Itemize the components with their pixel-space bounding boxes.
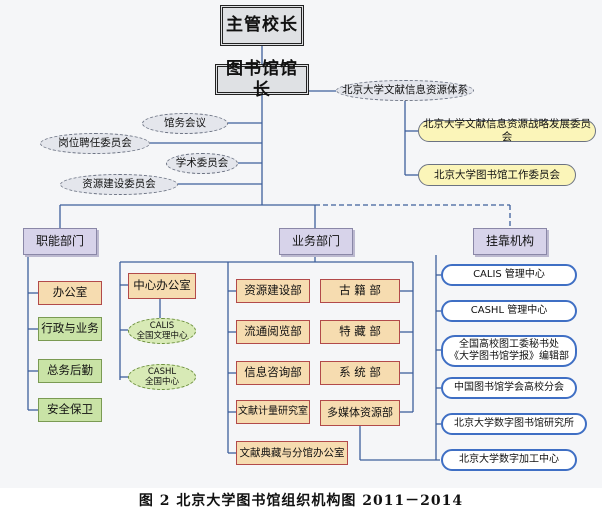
- calis-management-label: CALIS 管理中心: [473, 269, 545, 280]
- resource-building-label: 资源建设委员会: [82, 178, 156, 191]
- cashl-center-line1: CASHL: [147, 366, 177, 377]
- calis-center: CALIS 全国文理中心: [128, 318, 196, 344]
- collection-branch-office-label: 文献典藏与分馆办公室: [239, 446, 345, 459]
- center-office-label: 中心办公室: [133, 278, 191, 293]
- academic-label: 学术委员会: [175, 157, 229, 170]
- circulation-dept: 流通阅览部: [236, 320, 310, 344]
- functional-departments-header: 职能部门: [23, 228, 97, 255]
- ancient-books-dept-label: 古 籍 部: [339, 283, 381, 298]
- secretariat-editorial-unit: 全国高校图工委秘书处 《大学图书馆学报》编辑部: [441, 335, 577, 367]
- resource-building-dept: 资源建设部: [236, 279, 310, 303]
- calis-center-line2: 全国文理中心: [136, 331, 188, 341]
- bibliometrics-office-label: 文献计量研究室: [238, 406, 308, 417]
- library-affairs-meeting: 馆务会议: [142, 113, 228, 134]
- circulation-dept-label: 流通阅览部: [244, 324, 302, 339]
- calis-center-line1: CALIS: [149, 320, 175, 331]
- admin-business-label: 行政与业务: [41, 321, 99, 336]
- affiliated-institutions-header: 挂靠机构: [473, 228, 547, 255]
- bibliometrics-office: 文献计量研究室: [236, 400, 310, 424]
- affiliated-institutions-label: 挂靠机构: [485, 234, 534, 249]
- academic-committee: 学术委员会: [166, 153, 238, 174]
- business-departments-header: 业务部门: [279, 228, 353, 255]
- cashl-management-label: CASHL 管理中心: [470, 305, 548, 316]
- cashl-center-line2: 全国中心: [144, 377, 179, 387]
- special-collections-dept-label: 特 藏 部: [339, 324, 381, 339]
- resource-building-committee: 资源建设委员会: [60, 174, 178, 195]
- security-unit: 安全保卫: [38, 398, 102, 422]
- general-logistics-unit: 总务后勤: [38, 359, 102, 383]
- cashl-management-center: CASHL 管理中心: [441, 300, 577, 322]
- library-work-committee-label: 北京大学图书馆工作委员会: [434, 168, 560, 181]
- office-label: 办公室: [52, 285, 88, 300]
- digital-library-institute: 北京大学数字图书馆研究所: [441, 413, 587, 435]
- info-consulting-dept-label: 信息咨询部: [244, 365, 302, 380]
- info-consulting-dept: 信息咨询部: [236, 361, 310, 385]
- digital-processing-center: 北京大学数字加工中心: [441, 449, 577, 471]
- systems-dept: 系 统 部: [320, 361, 400, 385]
- admin-business-unit: 行政与业务: [38, 317, 102, 341]
- security-label: 安全保卫: [47, 402, 93, 417]
- library-affairs-label: 馆务会议: [164, 117, 206, 130]
- calis-management-center: CALIS 管理中心: [441, 264, 577, 286]
- office-unit: 办公室: [38, 281, 102, 305]
- librarian-label: 图书馆馆长: [226, 59, 298, 100]
- librarian-box: 图书馆馆长: [215, 59, 309, 100]
- cashl-center: CASHL 全国中心: [128, 364, 196, 390]
- secretariat-label: 全国高校图工委秘书处: [459, 339, 559, 350]
- special-collections-dept: 特 藏 部: [320, 320, 400, 344]
- figure-caption: 图 2 北京大学图书馆组织机构图 2011－2014: [0, 488, 602, 514]
- ancient-books-dept: 古 籍 部: [320, 279, 400, 303]
- info-resource-system-label: 北京大学文献信息资源体系: [342, 84, 468, 97]
- digital-library-label: 北京大学数字图书馆研究所: [454, 418, 574, 429]
- general-logistics-label: 总务后勤: [47, 363, 93, 378]
- multimedia-dept-label: 多媒体资源部: [327, 406, 393, 420]
- library-society-label: 中国图书馆学会高校分会: [454, 382, 564, 393]
- strategy-committee-label: 北京大学文献信息资源战略发展委员会: [423, 118, 591, 143]
- president-box: 主管校长: [220, 5, 304, 46]
- systems-dept-label: 系 统 部: [339, 365, 381, 380]
- info-resource-system: 北京大学文献信息资源体系: [336, 80, 474, 101]
- post-appointment-committee: 岗位聘任委员会: [40, 133, 150, 154]
- strategy-committee: 北京大学文献信息资源战略发展委员会: [418, 118, 596, 143]
- library-society-branch: 中国图书馆学会高校分会: [441, 377, 577, 399]
- multimedia-dept: 多媒体资源部: [320, 400, 400, 426]
- digital-processing-label: 北京大学数字加工中心: [459, 454, 559, 465]
- functional-departments-label: 职能部门: [35, 234, 84, 249]
- collection-branch-office: 文献典藏与分馆办公室: [236, 441, 348, 465]
- business-departments-label: 业务部门: [291, 234, 340, 249]
- president-label: 主管校长: [226, 15, 298, 36]
- resource-building-dept-label: 资源建设部: [244, 283, 302, 298]
- center-office-unit: 中心办公室: [128, 273, 196, 299]
- post-appointment-label: 岗位聘任委员会: [58, 137, 132, 150]
- journal-editorial-label: 《大学图书馆学报》编辑部: [449, 351, 569, 362]
- library-work-committee: 北京大学图书馆工作委员会: [418, 164, 576, 186]
